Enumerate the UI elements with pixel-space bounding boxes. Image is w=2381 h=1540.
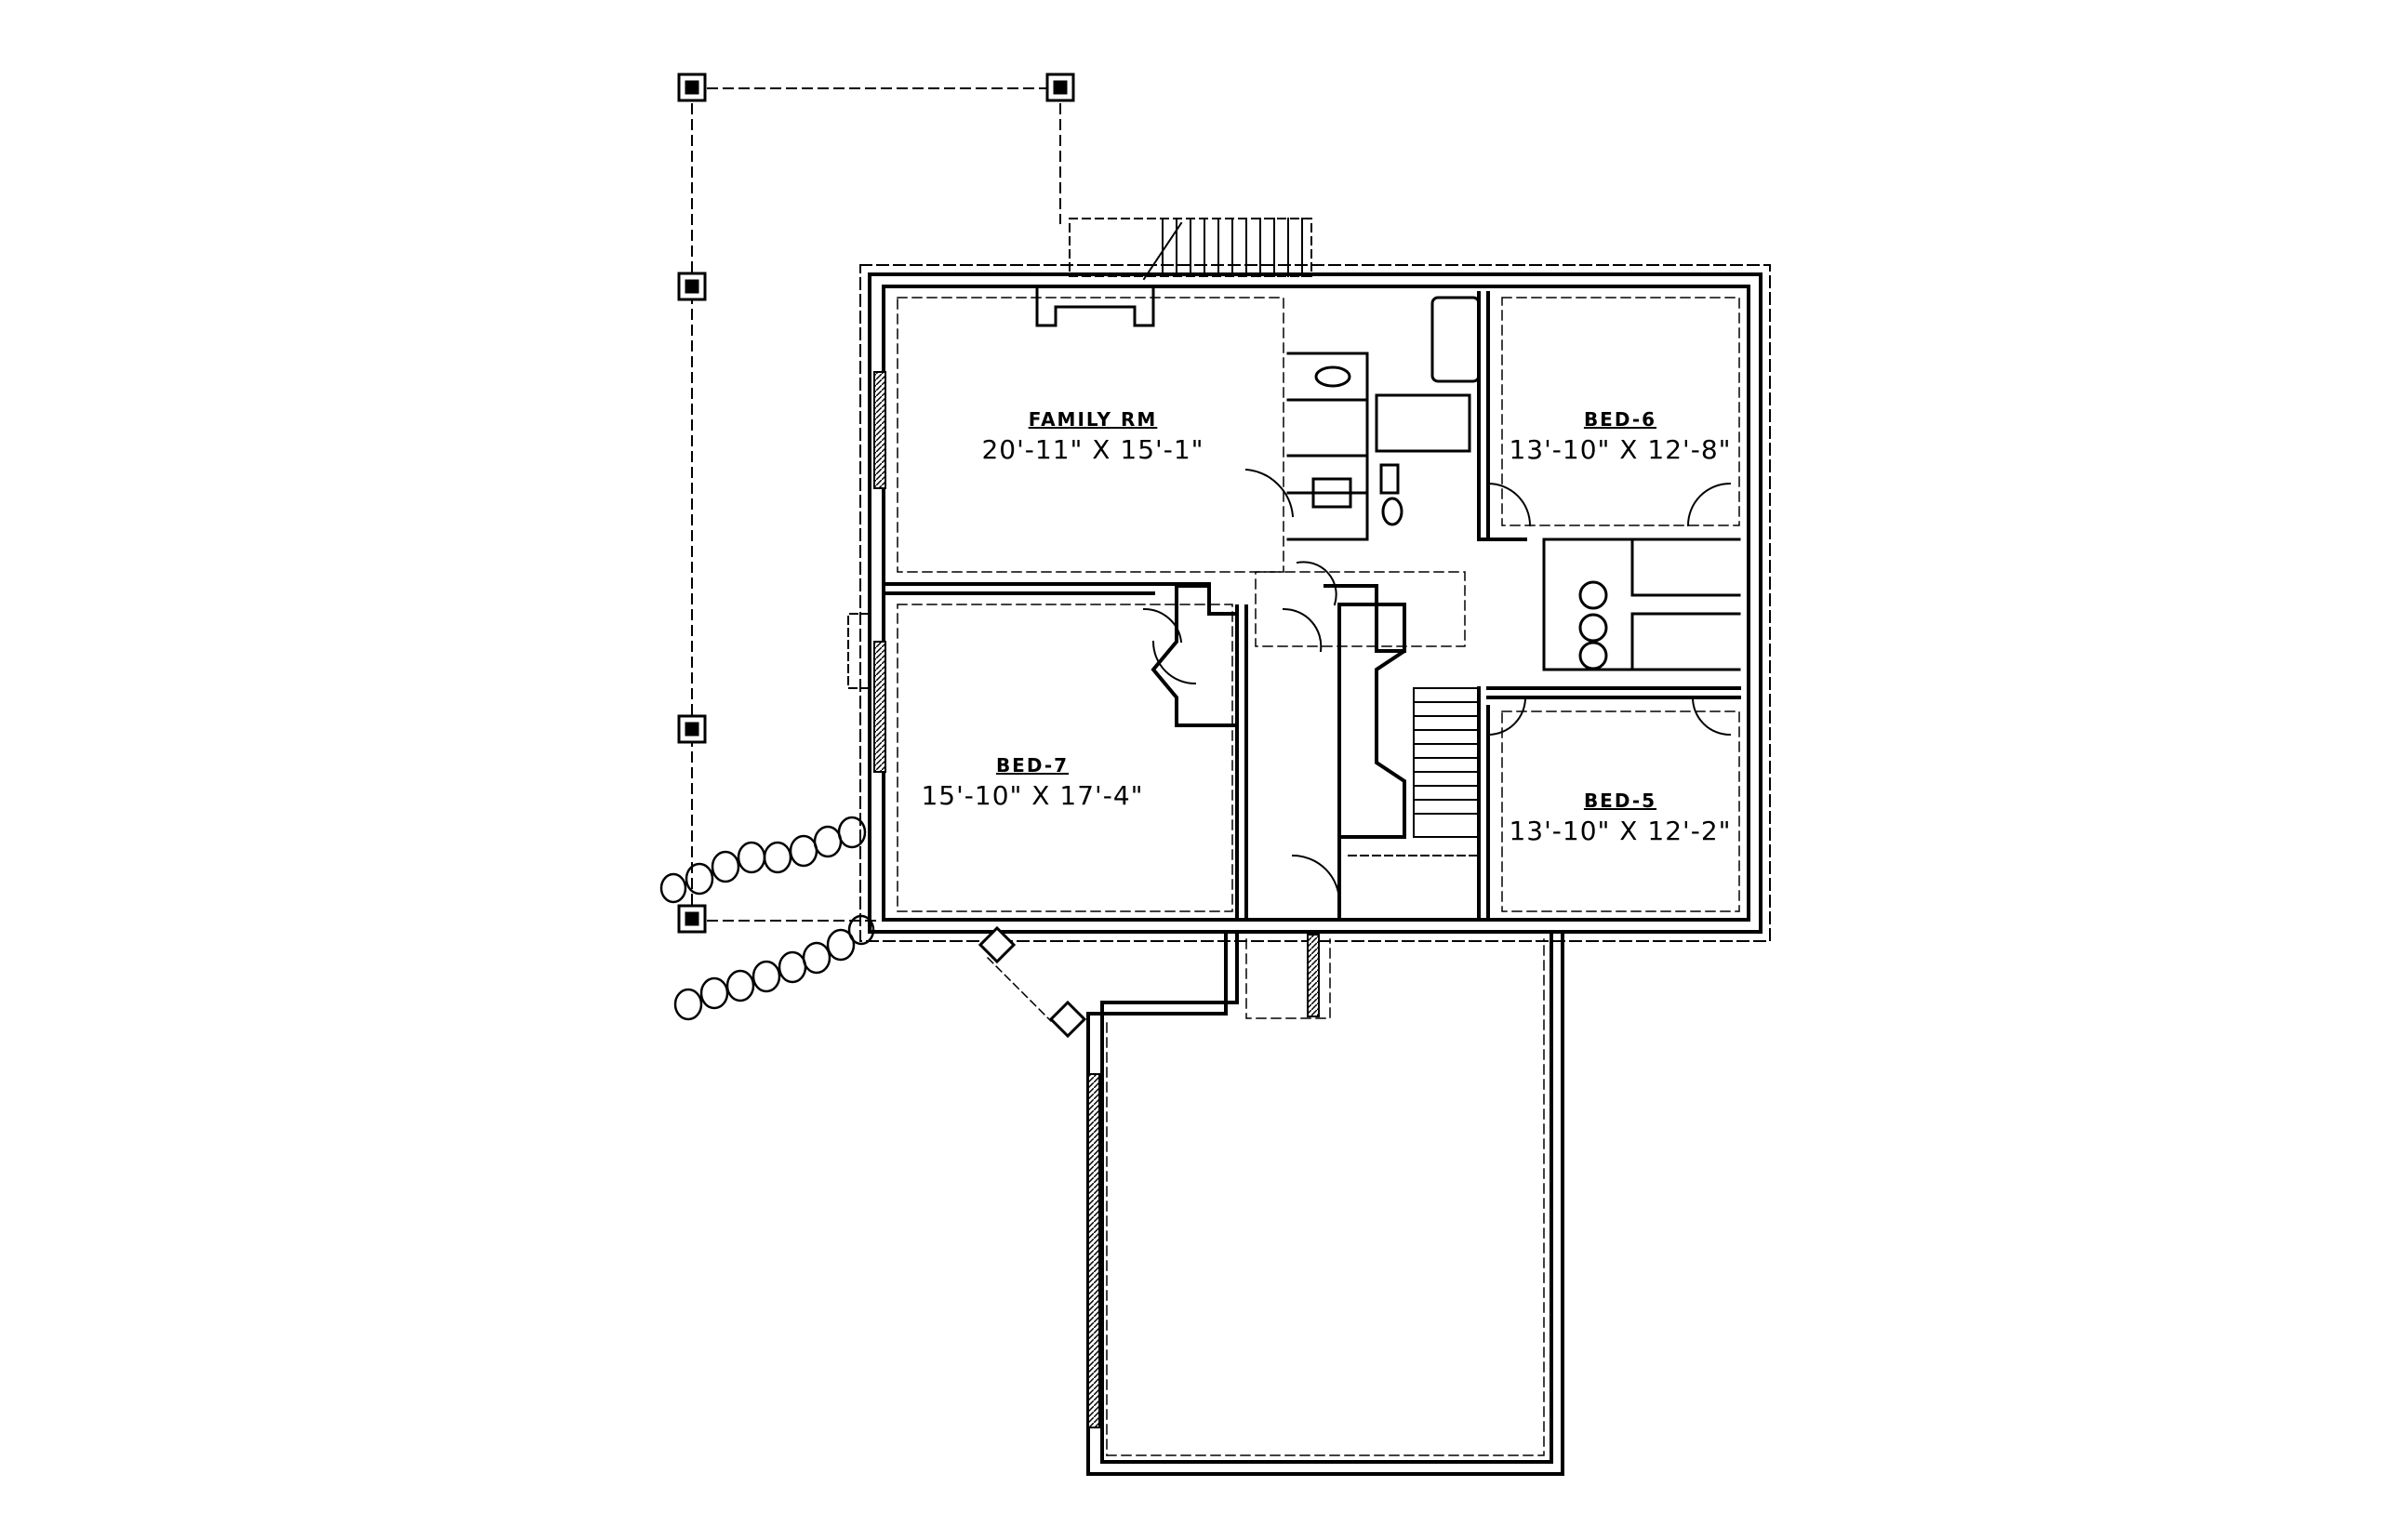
garage-outline — [1106, 938, 1545, 1456]
closet — [1542, 538, 1741, 671]
deck-outline — [691, 87, 1061, 922]
room-label-bed6: BED-6 13'-10" X 12'-8" — [1509, 408, 1731, 465]
room-label-family: FAMILY RM 20'-11" X 15'-1" — [981, 408, 1204, 465]
interior-wall — [882, 291, 1741, 922]
fireplace — [1035, 286, 1155, 327]
deck-post — [677, 73, 1075, 934]
door-swing — [1142, 468, 1732, 904]
room-name: BED-5 — [1584, 790, 1656, 812]
footing-outline — [859, 264, 1771, 942]
room-label-bed5: BED-5 13'-10" X 12'-2" — [1509, 790, 1731, 846]
room-outline — [897, 297, 1740, 912]
room-dimensions: 20'-11" X 15'-1" — [981, 434, 1204, 465]
room-name: BED-6 — [1584, 408, 1656, 431]
room-label-bed7: BED-7 15'-10" X 17'-4" — [921, 754, 1143, 811]
room-name: FAMILY RM — [1029, 408, 1158, 431]
window — [873, 371, 886, 489]
room-name: BED-7 — [996, 754, 1069, 777]
room-dimensions: 13'-10" X 12'-2" — [1509, 816, 1731, 846]
window-bay — [847, 613, 871, 689]
exterior-wall — [868, 272, 1762, 934]
room-dimensions: 13'-10" X 12'-8" — [1509, 434, 1731, 465]
bathroom — [1286, 296, 1481, 541]
column — [978, 925, 1087, 1039]
exterior-stair — [1069, 218, 1312, 281]
interior-stair — [1348, 687, 1480, 921]
garage-wall — [1086, 930, 1564, 1476]
room-dimensions: 15'-10" X 17'-4" — [921, 780, 1143, 811]
boulders — [659, 816, 875, 1021]
window — [873, 641, 886, 773]
